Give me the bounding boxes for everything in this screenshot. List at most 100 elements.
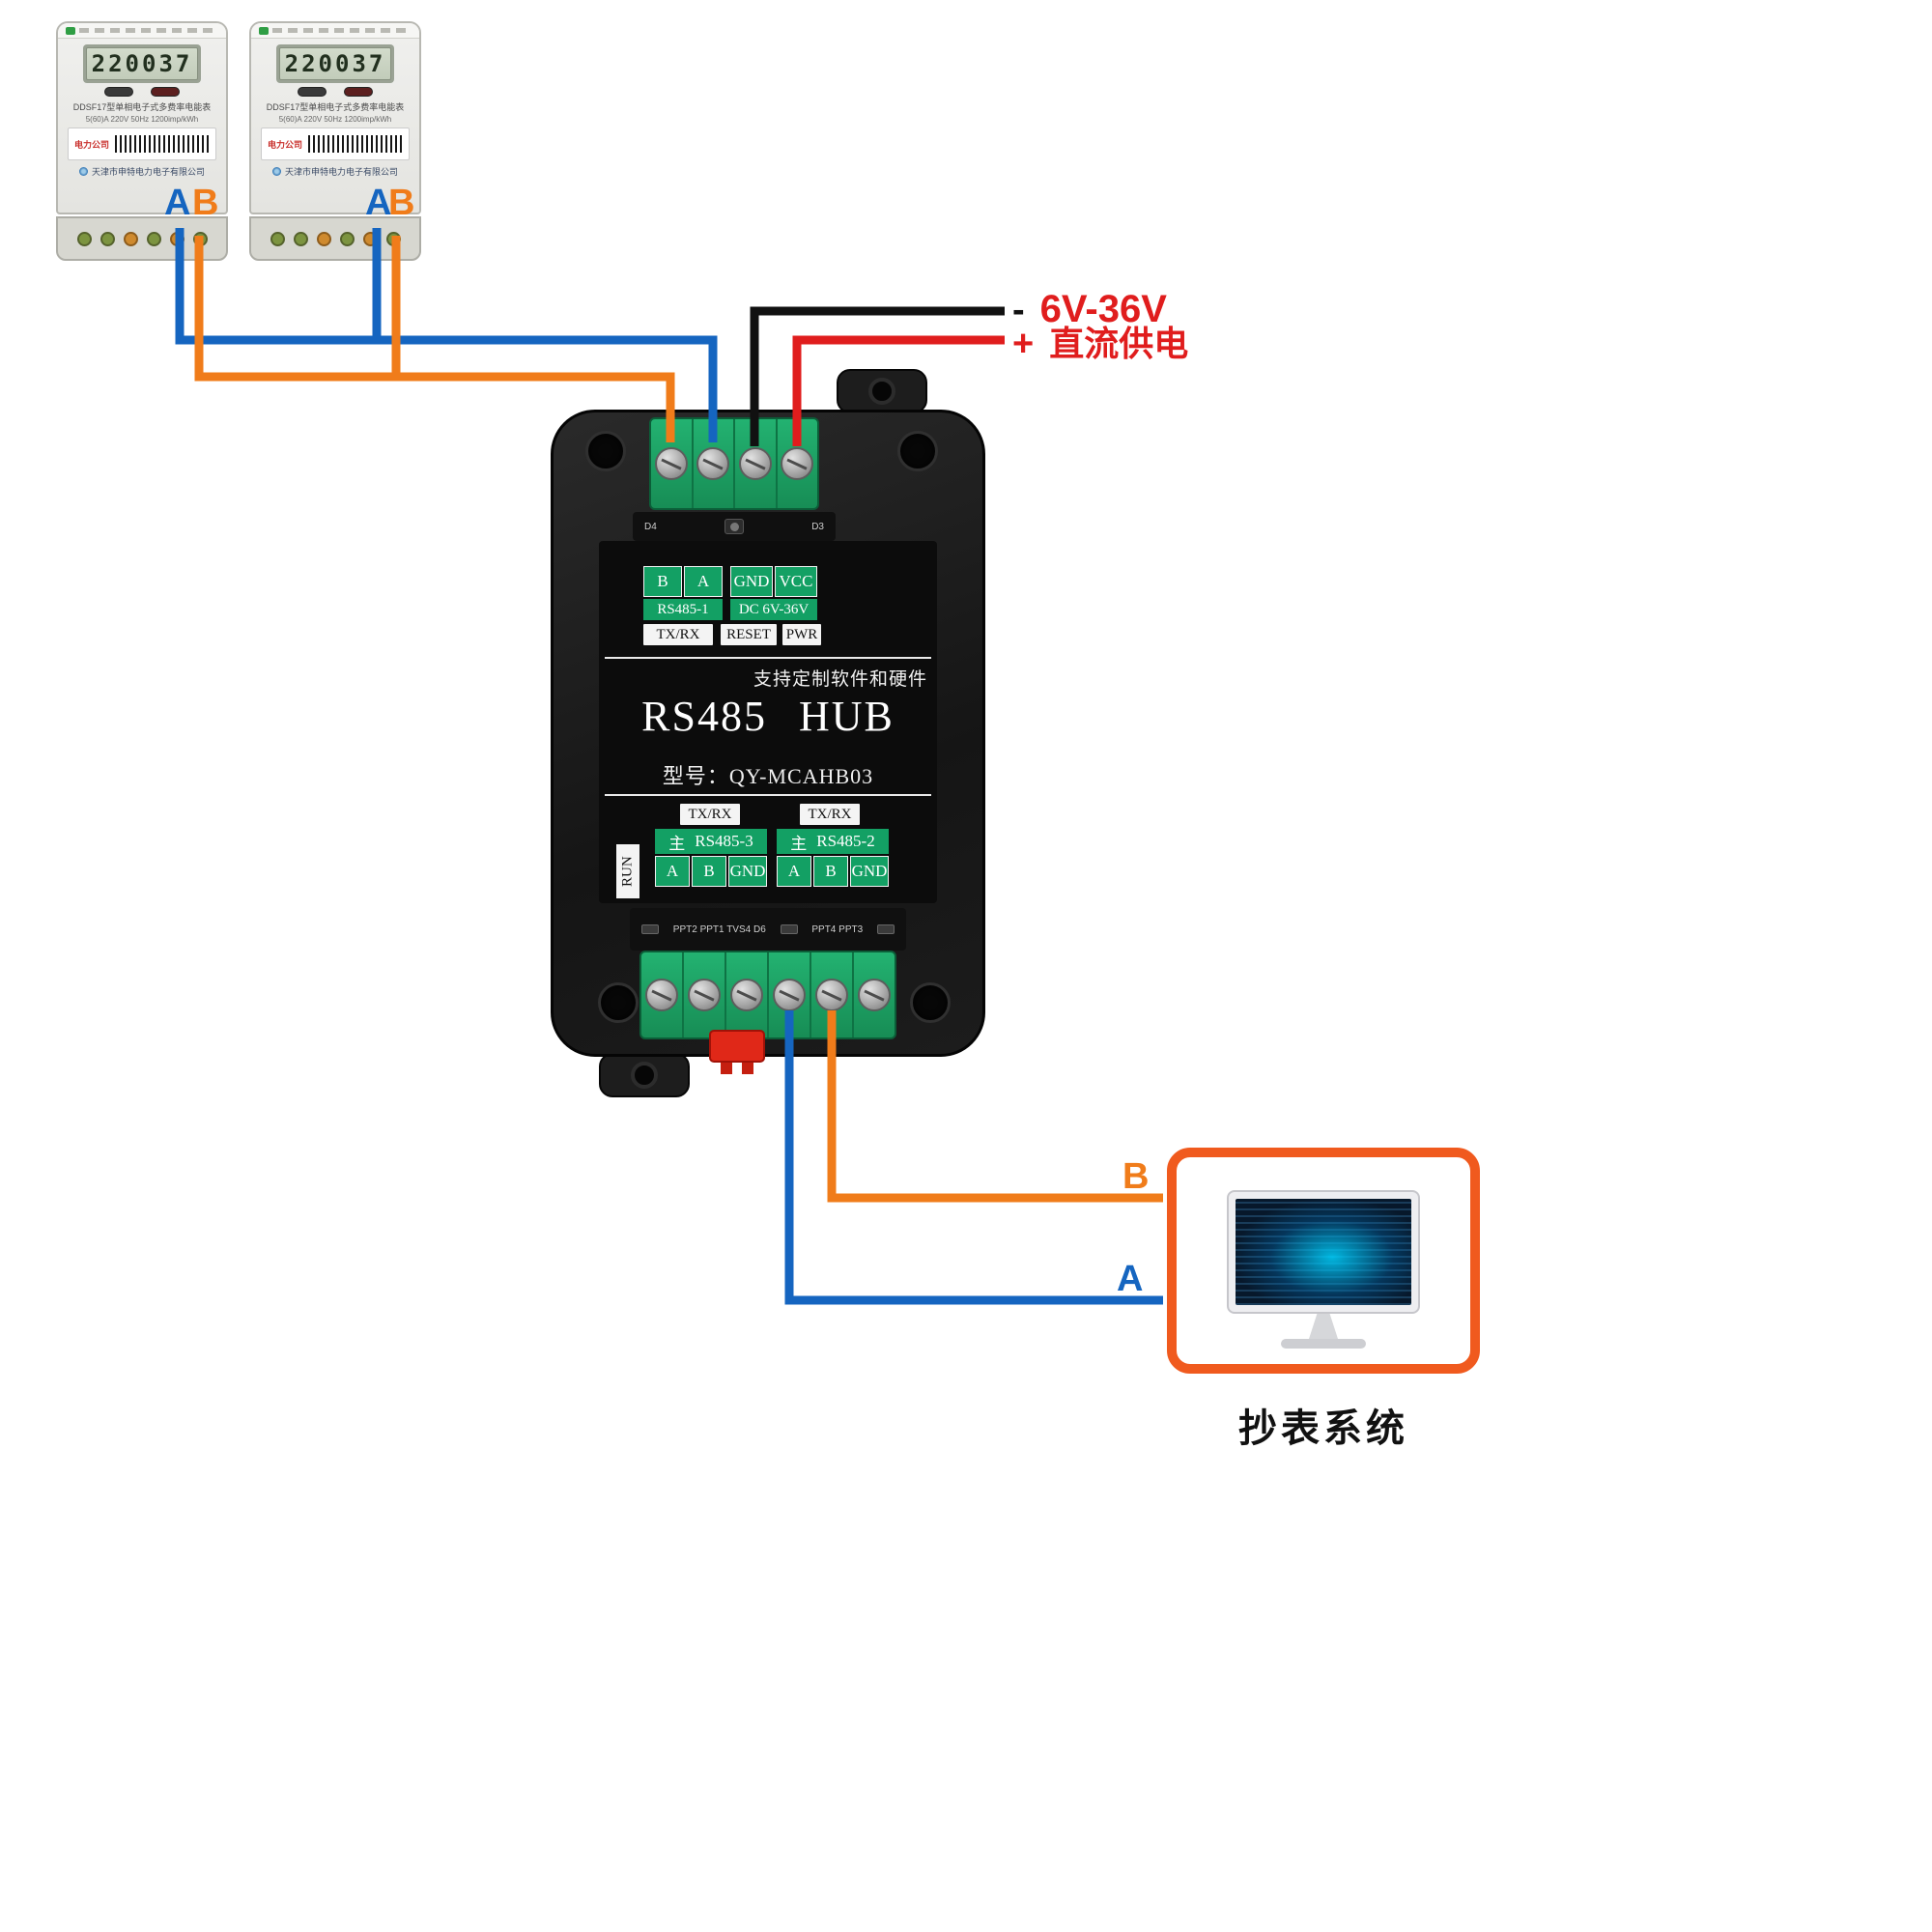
meter-infrared-window xyxy=(344,87,373,97)
meter1-wire-label-a: A xyxy=(164,183,191,223)
meter-lcd-bezel: 220037 xyxy=(83,44,201,83)
meter-nameplate: 电力公司 xyxy=(261,128,410,160)
port2-pin-gnd: GND xyxy=(850,856,889,887)
pin-label-a: A xyxy=(684,566,723,597)
meter-utility-label: 电力公司 xyxy=(268,139,303,150)
meter-brand-text-lines xyxy=(79,28,218,33)
meter-company-name: 天津市申特电力电子有限公司 xyxy=(284,167,398,177)
hub-screw-hole xyxy=(897,431,938,471)
hub-top-pcb: D4 D3 xyxy=(633,512,836,541)
smd-component xyxy=(876,924,895,934)
panel-divider xyxy=(605,794,931,796)
reset-push-button xyxy=(724,519,744,534)
minus-sign: - xyxy=(1012,290,1025,330)
pin-label-vcc: VCC xyxy=(775,566,817,597)
txrx-indicator-label: TX/RX xyxy=(643,624,713,645)
mounting-hole xyxy=(631,1062,658,1089)
terminal-screw xyxy=(316,231,331,246)
meter-lcd: 220037 xyxy=(279,47,391,80)
wire-power-negative xyxy=(750,306,1005,446)
port2-pin-b: B xyxy=(813,856,848,887)
terminal-screw xyxy=(781,447,814,480)
meter1-wire-label-b: B xyxy=(192,183,219,223)
hub-screw-hole xyxy=(585,431,626,471)
plus-sign: + xyxy=(1012,324,1035,364)
port-rs485-3-label: 主 RS485-3 xyxy=(655,829,767,854)
component-label-d3: D3 xyxy=(811,521,824,532)
terminal-screw xyxy=(688,979,721,1011)
meter-company-logo-icon xyxy=(78,167,88,176)
meter-company-name: 天津市申特电力电子有限公司 xyxy=(91,167,205,177)
terminal-screw xyxy=(270,231,285,246)
txrx-indicator-label-port3: TX/RX xyxy=(680,804,740,825)
terminal-screw xyxy=(123,231,138,246)
meter-push-button xyxy=(298,87,327,97)
computer-wire-label-b: B xyxy=(1122,1156,1150,1197)
terminal-screw xyxy=(738,447,772,480)
meter-barcode xyxy=(308,135,403,153)
meter-ratings-line: 5(60)A 220V 50Hz 1200imp/kWh xyxy=(85,115,199,124)
terminal-a xyxy=(694,419,735,508)
meter-company-row: 天津市申特电力电子有限公司 xyxy=(58,165,226,178)
meter-push-button xyxy=(104,87,133,97)
pwr-label: PWR xyxy=(782,624,821,645)
meter-utility-label: 电力公司 xyxy=(74,139,110,150)
mounting-hole xyxy=(868,378,895,405)
energy-meter-2: 220037 DDSF17型单相电子式多费率电能表 5(60)A 220V 50… xyxy=(249,21,421,261)
meter2-wire-label-a: A xyxy=(365,183,392,223)
master-label: 主 xyxy=(790,834,808,853)
port3-pin-gnd: GND xyxy=(728,856,767,887)
meter-type-line: DDSF17型单相电子式多费率电能表 xyxy=(266,102,405,112)
meter-lcd-bezel: 220037 xyxy=(276,44,394,83)
meter-nameplate: 电力公司 xyxy=(68,128,216,160)
port3-pin-a: A xyxy=(655,856,690,887)
wire-meter1-b xyxy=(194,236,675,442)
terminal-rs485-2-gnd xyxy=(854,952,895,1037)
master-label: 主 xyxy=(668,834,686,853)
power-positive-label: + 直流供电 xyxy=(1012,323,1188,365)
meter-brand-icon xyxy=(66,26,75,35)
terminal-screw xyxy=(696,447,730,480)
hub-screw-hole xyxy=(910,982,951,1023)
meter-body: 220037 DDSF17型单相电子式多费率电能表 5(60)A 220V 50… xyxy=(249,21,421,214)
pcb-silkscreen-left: PPT2 PPT1 TVS4 D6 xyxy=(672,923,766,935)
smd-component xyxy=(641,924,659,934)
meter2-wire-label-b: B xyxy=(388,183,415,223)
system-caption: 抄表系统 xyxy=(1238,1407,1408,1450)
hub-top-terminal-block xyxy=(649,417,819,510)
port-rs485-2-label: 主 RS485-2 xyxy=(777,829,889,854)
port2-pin-a: A xyxy=(777,856,811,887)
pin-label-b: B xyxy=(643,566,682,597)
wire-computer-b xyxy=(827,1010,1163,1203)
pin-label-gnd: GND xyxy=(730,566,773,597)
txrx-indicator-label-port2: TX/RX xyxy=(800,804,860,825)
terminal-screw xyxy=(858,979,891,1011)
terminal-screw xyxy=(146,231,161,246)
energy-meter-1: 220037 DDSF17型单相电子式多费率电能表 5(60)A 220V 50… xyxy=(56,21,228,261)
hub-model: 型号：QY-MCAHB03 xyxy=(662,764,874,788)
terminal-gnd xyxy=(735,419,778,508)
terminal-b xyxy=(651,419,694,508)
wire-meter1-a xyxy=(175,228,718,442)
terminal-rs485-3-a xyxy=(641,952,684,1037)
hub-label-panel: B A GND VCC RS485-1 DC 6V-36V TX/RX RESE… xyxy=(599,541,937,903)
monitor-screen xyxy=(1236,1199,1411,1305)
meter-ratings-line: 5(60)A 220V 50Hz 1200imp/kWh xyxy=(278,115,392,124)
panel-divider xyxy=(605,657,931,659)
meter-brand-strip xyxy=(58,23,226,39)
computer-wire-label-a: A xyxy=(1117,1259,1144,1299)
reset-label: RESET xyxy=(721,624,777,645)
terminal-screw xyxy=(730,979,763,1011)
port-rs485-1-label: RS485-1 xyxy=(643,599,723,620)
hub-mounting-ear-top xyxy=(837,369,927,413)
power-negative-label: - 6V-36V xyxy=(1012,288,1167,331)
meter-brand-strip xyxy=(251,23,419,39)
pcb-silkscreen-right: PPT4 PPT3 xyxy=(811,923,864,935)
red-jumper-component xyxy=(709,1030,765,1074)
meter-company-row: 天津市申特电力电子有限公司 xyxy=(251,165,419,178)
wire-power-positive xyxy=(792,335,1005,446)
port-name: RS485-3 xyxy=(695,832,753,850)
meter-company-logo-icon xyxy=(271,167,281,176)
dc-range-label: DC 6V-36V xyxy=(730,599,817,620)
